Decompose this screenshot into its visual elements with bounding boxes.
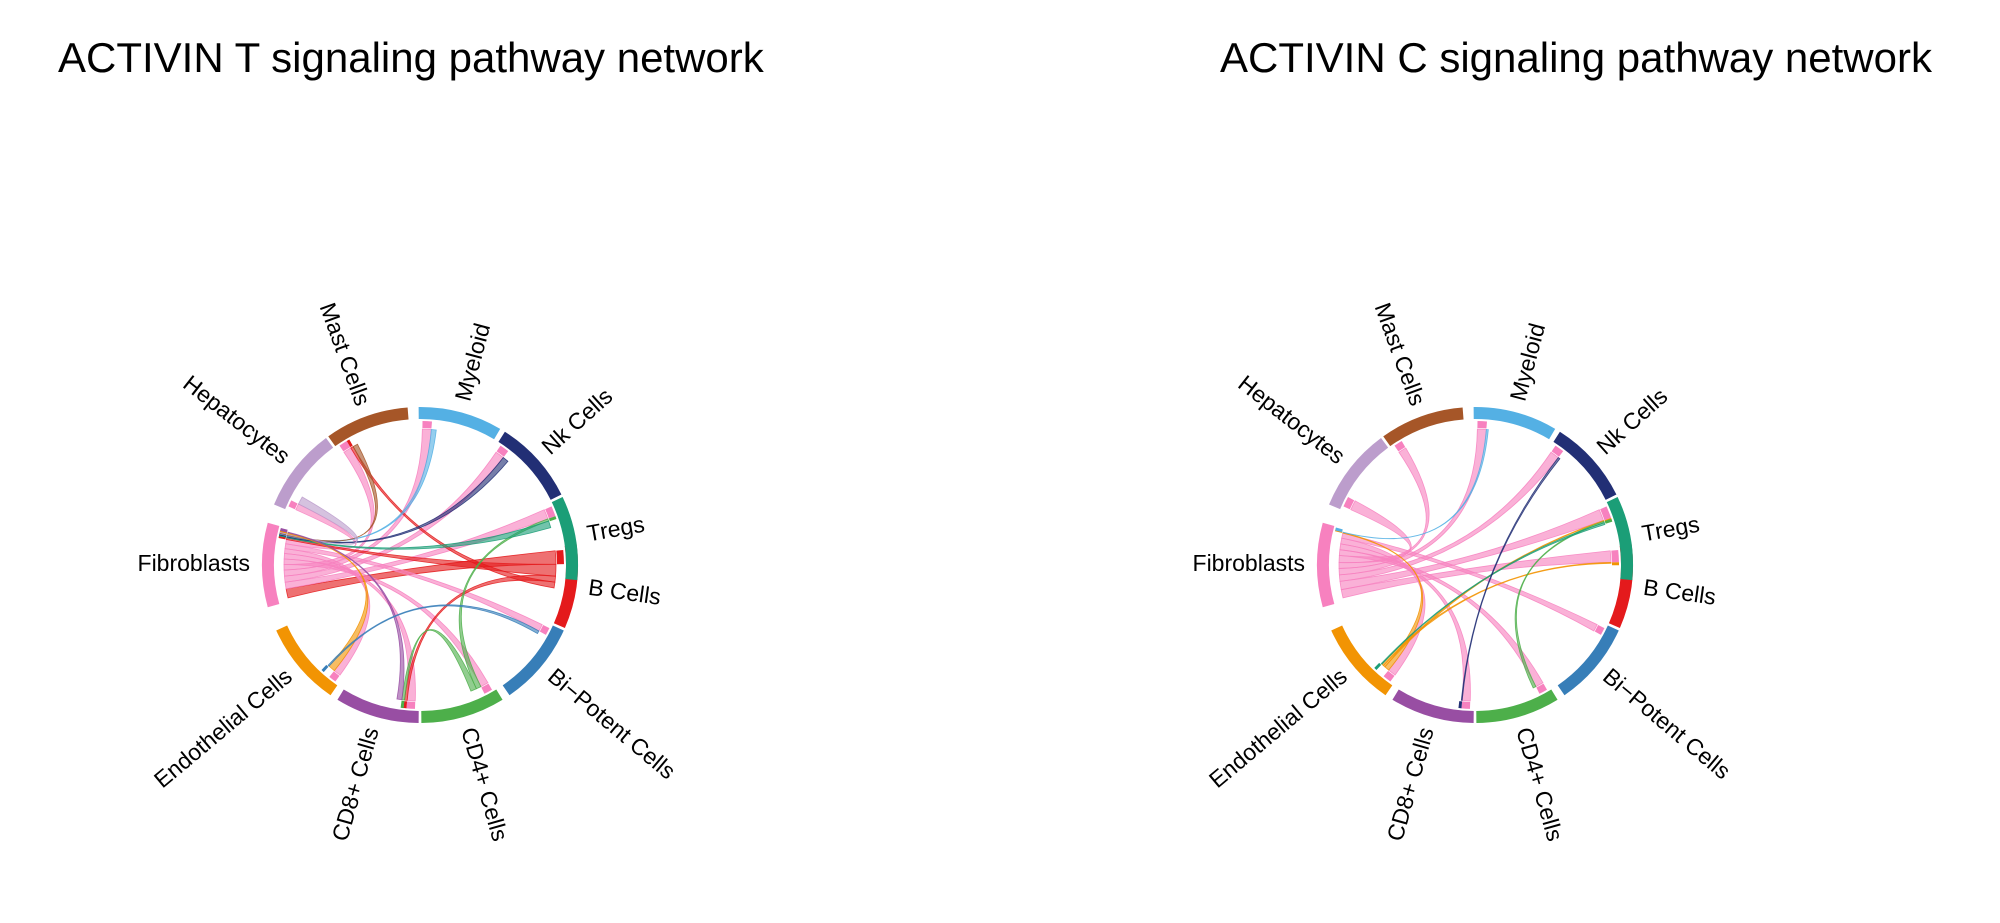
sector-bi-potent-cells [1557,625,1619,696]
chord-end-marker [422,421,432,429]
chord-hepatocytes-to-fibroblasts [286,496,358,545]
chord-end-marker [496,445,509,457]
sector-label-hepatocytes: Hepatocytes [1233,370,1350,469]
chord-b-cells-to-mast-cells [350,446,556,589]
chord-end-marker [545,506,556,519]
sector-fibroblasts [262,522,280,608]
sector-label-fibroblasts: Fibroblasts [138,550,250,576]
chord-end-marker [321,664,329,673]
chord-end-marker [481,683,492,694]
chord-end-marker [1335,527,1343,533]
sector-label-b-cells: B Cells [1642,574,1718,610]
sector-label-cd8-cells: CD8+ Cells [1382,724,1439,844]
chord-nk-cells-to-fibroblasts [286,456,509,544]
chord-end-marker [1383,670,1395,682]
chord-end-marker [1611,562,1619,566]
panel-title: ACTIVIN T signaling pathway network [58,34,764,81]
chord-end-marker [1551,445,1564,457]
sector-myeloid [418,407,501,440]
sector-label-endothelial-cells: Endothelial Cells [149,663,297,793]
chord-end-marker [1343,497,1355,510]
chord-end-marker [329,671,340,682]
chord-myeloid-to-fibroblasts [1342,429,1489,540]
sector-mast-cells [1383,407,1464,447]
chord-end-marker [403,701,408,709]
sector-label-tregs: Tregs [1640,511,1702,547]
chord-end-marker [1604,518,1613,524]
sector-label-cd4-cells: CD4+ Cells [456,724,513,844]
sector-mast-cells [328,407,409,447]
sector-tregs [1606,496,1633,581]
chord-end-marker [1374,662,1382,671]
chord-cd4-cells-to-cd8-cells [401,629,477,701]
chord-fibroblasts-to-bi-potent-cells [284,543,543,632]
sector-label-mast-cells: Mast Cells [315,299,376,409]
chord-end-marker [1458,701,1463,709]
chord-end-marker [1600,506,1612,521]
activin-t-panel: ACTIVIN T signaling pathway network B Ce… [58,34,764,844]
chord-end-marker [556,549,564,565]
chord-links [278,421,564,709]
sector-label-bi-potent-cells: Bi−Potent Cells [1598,663,1736,784]
sector-label-fibroblasts: Fibroblasts [1193,550,1305,576]
chord-cd4-cells-to-tregs [1514,520,1605,689]
chord-tregs-to-fibroblasts [286,520,552,550]
sector-fibroblasts [1317,522,1335,608]
chord-endothelial-cells-to-tregs [1382,520,1605,668]
chord-end-marker [400,700,405,709]
sector-label-mast-cells: Mast Cells [1370,299,1431,409]
chord-end-marker [280,527,288,533]
sector-nk-cells [1553,431,1617,500]
sector-tregs [551,496,578,581]
sector-cd4-cells [1476,689,1558,723]
chord-myeloid-to-fibroblasts [286,429,437,542]
sector-label-nk-cells: Nk Cells [536,383,617,460]
sector-cd4-cells [421,689,503,723]
sector-label-b-cells: B Cells [587,574,663,610]
chord-mast-cells-to-fibroblasts [286,443,378,542]
chord-end-marker [1394,441,1406,452]
chord-nk-cells-to-cd8-cells [1460,456,1561,701]
chord-bi-potent-cells-to-endothelial-cells [327,604,540,667]
sector-hepatocytes [1329,437,1389,510]
chord-end-marker [339,441,351,452]
chord-end-marker [1477,421,1487,429]
activin-c-panel: ACTIVIN C signaling pathway network B Ce… [1000,0,2000,923]
chord-end-marker [288,500,298,510]
sector-endothelial-cells [276,625,338,696]
panel-title: ACTIVIN C signaling pathway network [1220,34,1932,81]
sector-bi-potent-cells [502,625,564,696]
chord-end-marker [1461,701,1471,709]
sector-label-endothelial-cells: Endothelial Cells [1204,663,1352,793]
chord-end-marker [346,439,353,448]
sector-cd8-cells [337,689,419,723]
sector-label-cd8-cells: CD8+ Cells [327,724,384,844]
sector-label-tregs: Tregs [585,511,647,547]
sector-label-nk-cells: Nk Cells [1591,383,1672,460]
sector-nk-cells [498,431,562,500]
chord-tregs-to-endothelial-cells [1380,522,1606,665]
chord-end-marker [1594,625,1605,635]
sector-hepatocytes [274,437,334,510]
chord-end-marker [1611,549,1619,563]
chord-end-marker [1536,683,1547,694]
sector-label-myeloid: Myeloid [1505,320,1551,403]
chord-end-marker [406,701,416,709]
sector-myeloid [1473,406,1556,440]
chord-cd8-cells-to-fibroblasts [287,531,405,701]
sector-cd8-cells [1392,689,1474,723]
chord-end-marker [548,516,557,522]
chord-links [1335,421,1619,709]
sector-label-bi-potent-cells: Bi−Potent Cells [543,663,681,784]
chord-end-marker [539,625,550,635]
sector-label-myeloid: Myeloid [450,320,496,403]
chord-cd4-cells-to-tregs [458,518,550,690]
sector-endothelial-cells [1331,625,1393,696]
sector-label-hepatocytes: Hepatocytes [178,370,295,469]
sector-label-cd4-cells: CD4+ Cells [1511,724,1568,844]
